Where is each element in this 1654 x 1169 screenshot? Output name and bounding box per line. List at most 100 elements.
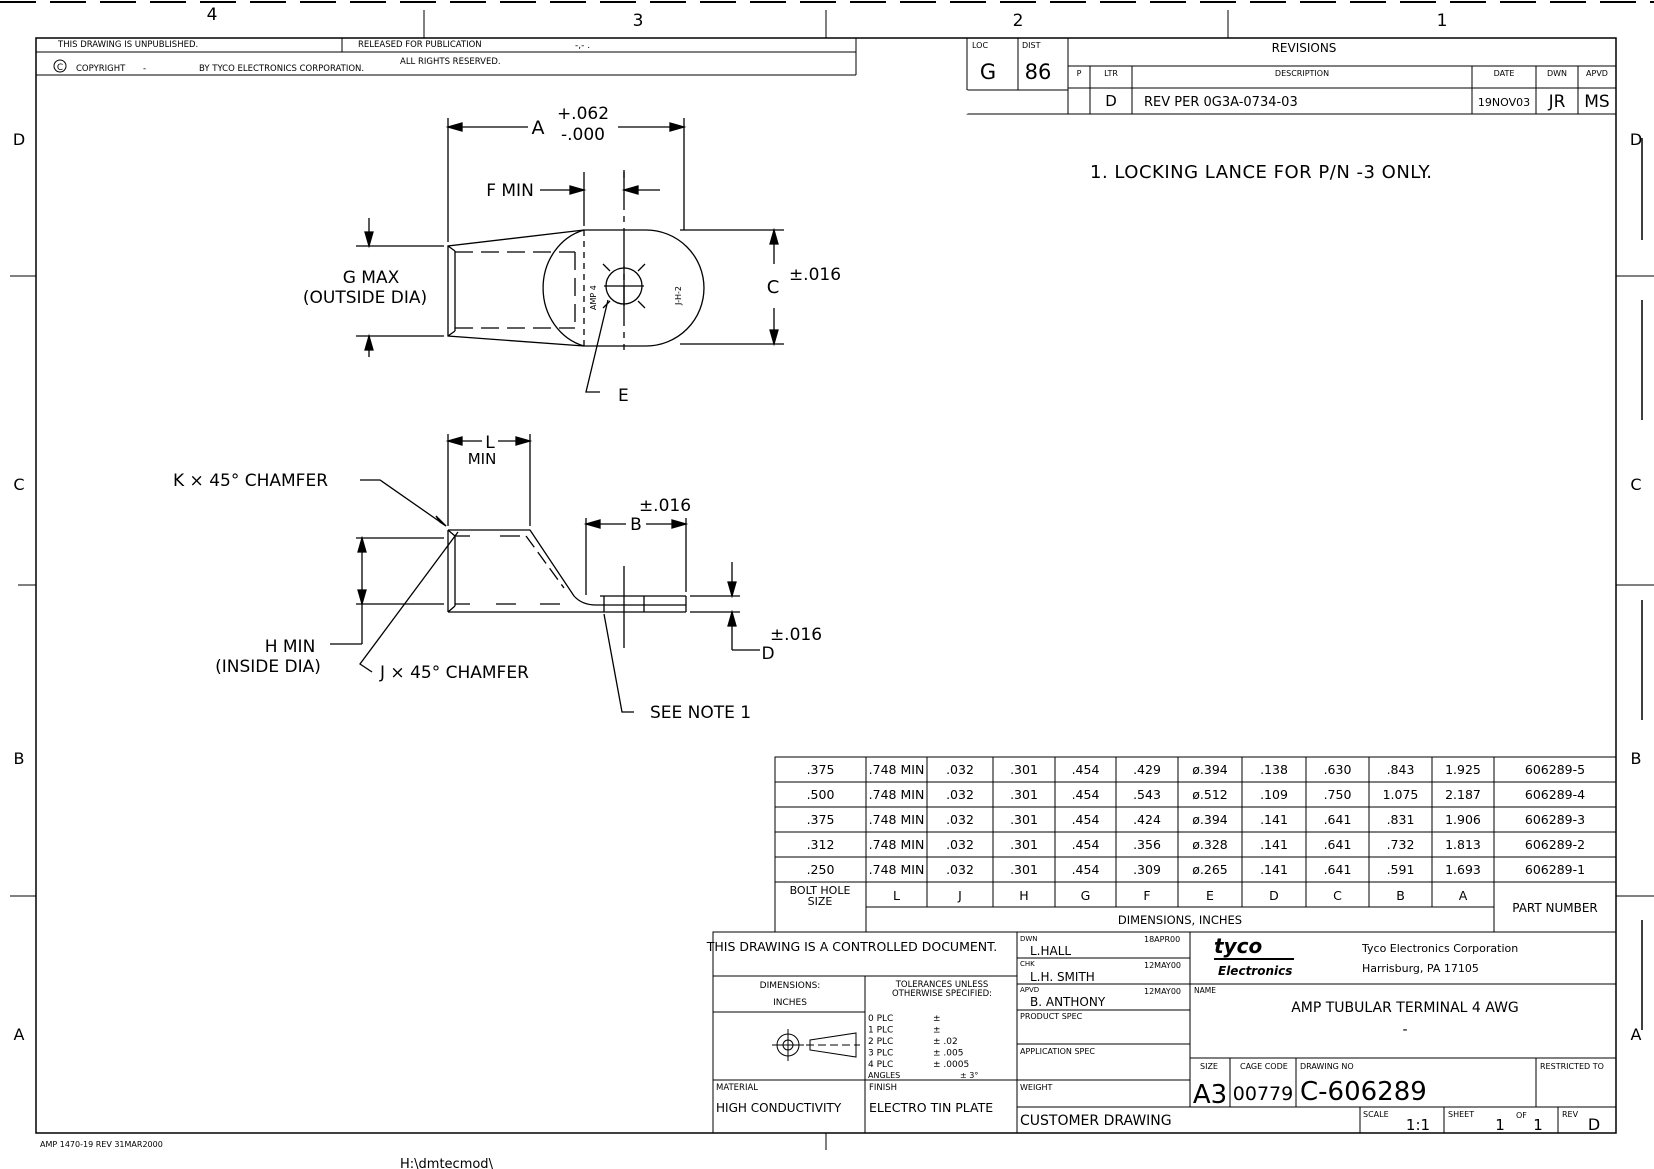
table-cell: ø.328 bbox=[1192, 837, 1228, 852]
revisions-block: LOC G DIST 86 REVISIONS P LTR DESCRIPTIO… bbox=[966, 37, 1617, 115]
table-cell: .356 bbox=[1133, 837, 1161, 852]
dwn-name: L.HALL bbox=[1030, 944, 1071, 958]
title-block-text: THIS DRAWING IS A CONTROLLED DOCUMENT. D… bbox=[706, 934, 1604, 1134]
tyco-logo-wordmark: tyco bbox=[1214, 934, 1262, 958]
dimensions-inches-label: DIMENSIONS, INCHES bbox=[1118, 913, 1242, 927]
title-block bbox=[712, 931, 1617, 1134]
dim-l-label: L bbox=[485, 433, 495, 453]
column-letter-h: H bbox=[1019, 888, 1028, 903]
part-number-cell: 606289-4 bbox=[1525, 787, 1585, 802]
stamp-amp: AMP 4 bbox=[589, 285, 598, 310]
copyright-symbol: C bbox=[57, 63, 63, 73]
rev-row-description: REV PER 0G3A-0734-03 bbox=[1144, 95, 1298, 110]
table-cell: 1.075 bbox=[1383, 787, 1419, 802]
chk-label: CHK bbox=[1020, 960, 1035, 968]
table-cell: .032 bbox=[946, 787, 974, 802]
cage-code-label: CAGE CODE bbox=[1240, 1062, 1288, 1071]
apvd-label: APVD bbox=[1020, 986, 1039, 994]
company-name: Tyco Electronics Corporation bbox=[1361, 942, 1518, 955]
tolerance-place: 1 PLC bbox=[868, 1026, 893, 1036]
dim-g-sub: (OUTSIDE DIA) bbox=[303, 288, 427, 308]
dim-j-label: J × 45° CHAMFER bbox=[379, 663, 529, 683]
dim-c-tol: ±.016 bbox=[789, 265, 841, 285]
scale-value: 1:1 bbox=[1406, 1116, 1430, 1134]
stamp-jh: J-H-2 bbox=[674, 286, 683, 306]
dim-k-label: K × 45° CHAMFER bbox=[173, 471, 328, 491]
table-cell: .141 bbox=[1260, 812, 1288, 827]
copyright-text: COPYRIGHT bbox=[76, 64, 126, 74]
dim-h-sub: (INSIDE DIA) bbox=[215, 657, 321, 677]
released-text: RELEASED FOR PUBLICATION bbox=[358, 40, 482, 50]
unpublished-text: THIS DRAWING IS UNPUBLISHED. bbox=[57, 40, 198, 50]
product-spec-label: PRODUCT SPEC bbox=[1020, 1012, 1083, 1021]
column-letter-c: C bbox=[1333, 888, 1342, 903]
sheet-label: SHEET bbox=[1448, 1110, 1474, 1119]
part-number-cell: 606289-1 bbox=[1525, 862, 1585, 877]
top-view bbox=[356, 118, 784, 393]
zone-row-a-left: A bbox=[14, 1025, 25, 1044]
dim-a-label: A bbox=[532, 117, 545, 139]
table-cell: .375 bbox=[807, 812, 835, 827]
table-cell: .312 bbox=[807, 837, 835, 852]
dist-value: 86 bbox=[1025, 60, 1052, 84]
loc-label: LOC bbox=[972, 41, 988, 50]
table-cell: .641 bbox=[1324, 812, 1352, 827]
table-cell: .732 bbox=[1387, 837, 1415, 852]
table-cell: 1.693 bbox=[1445, 862, 1481, 877]
table-cell: .032 bbox=[946, 862, 974, 877]
sheet-value: 1 bbox=[1495, 1116, 1505, 1134]
table-cell: .500 bbox=[807, 787, 835, 802]
zone-row-a-right: A bbox=[1631, 1025, 1642, 1044]
table-cell: .375 bbox=[807, 762, 835, 777]
size-value: A3 bbox=[1193, 1080, 1227, 1110]
drawing-no-label: DRAWING NO bbox=[1300, 1062, 1354, 1071]
table-cell: ø.512 bbox=[1192, 787, 1227, 802]
table-cell: .630 bbox=[1324, 762, 1352, 777]
tolerance-place: 2 PLC bbox=[868, 1037, 893, 1047]
dwn-label: DWN bbox=[1020, 935, 1038, 943]
column-letter-b: B bbox=[1396, 888, 1405, 903]
tolerances-line-1: TOLERANCES UNLESS bbox=[895, 980, 989, 990]
zone-row-d-left: D bbox=[13, 130, 25, 149]
tolerance-place: 0 PLC bbox=[868, 1014, 893, 1024]
column-letter-f: F bbox=[1143, 888, 1150, 903]
table-cell: .543 bbox=[1133, 787, 1161, 802]
tyco-logo-electronics: Electronics bbox=[1218, 964, 1292, 978]
rev-row-ltr: D bbox=[1105, 92, 1117, 110]
table-cell: .109 bbox=[1260, 787, 1288, 802]
rev-col-dwn: DWN bbox=[1547, 69, 1567, 78]
table-cell: .454 bbox=[1072, 837, 1100, 852]
rev-row-apvd: MS bbox=[1584, 92, 1609, 112]
dimensions-label: DIMENSIONS: bbox=[760, 981, 821, 991]
dim-e-label: E bbox=[618, 386, 629, 406]
company-address: Harrisburg, PA 17105 bbox=[1362, 962, 1479, 975]
tolerance-value: ± bbox=[933, 1026, 941, 1036]
name-label: NAME bbox=[1194, 986, 1216, 995]
rev-label: REV bbox=[1562, 1110, 1579, 1119]
column-letter-l: L bbox=[893, 888, 900, 903]
material-value: HIGH CONDUCTIVITY bbox=[716, 1101, 842, 1115]
table-cell: .301 bbox=[1010, 787, 1038, 802]
see-note-1: SEE NOTE 1 bbox=[650, 703, 751, 723]
of-value: 1 bbox=[1533, 1116, 1543, 1134]
table-cell: 2.187 bbox=[1445, 787, 1481, 802]
loc-value: G bbox=[980, 60, 996, 84]
controlled-document: THIS DRAWING IS A CONTROLLED DOCUMENT. bbox=[706, 939, 997, 954]
part-number-cell: 606289-2 bbox=[1525, 837, 1585, 852]
table-cell: .641 bbox=[1324, 862, 1352, 877]
dim-f-label: F MIN bbox=[486, 181, 534, 201]
released-date: -,- . bbox=[575, 41, 590, 51]
table-cell: .301 bbox=[1010, 762, 1038, 777]
dim-d-label: D bbox=[761, 644, 774, 664]
table-cell: 1.906 bbox=[1445, 812, 1481, 827]
bolt-hole-size-header: SIZE bbox=[808, 895, 833, 908]
zone-row-b-right: B bbox=[1631, 749, 1642, 768]
tolerance-value: ± .0005 bbox=[933, 1060, 969, 1070]
tolerance-place: 4 PLC bbox=[868, 1060, 893, 1070]
rights-text: ALL RIGHTS RESERVED. bbox=[400, 57, 501, 67]
tolerances-line-2: OTHERWISE SPECIFIED: bbox=[892, 989, 992, 999]
table-cell: .748 MIN bbox=[869, 762, 925, 777]
drawing-number: C-606289 bbox=[1300, 1077, 1427, 1107]
dim-l-min: MIN bbox=[468, 450, 497, 468]
